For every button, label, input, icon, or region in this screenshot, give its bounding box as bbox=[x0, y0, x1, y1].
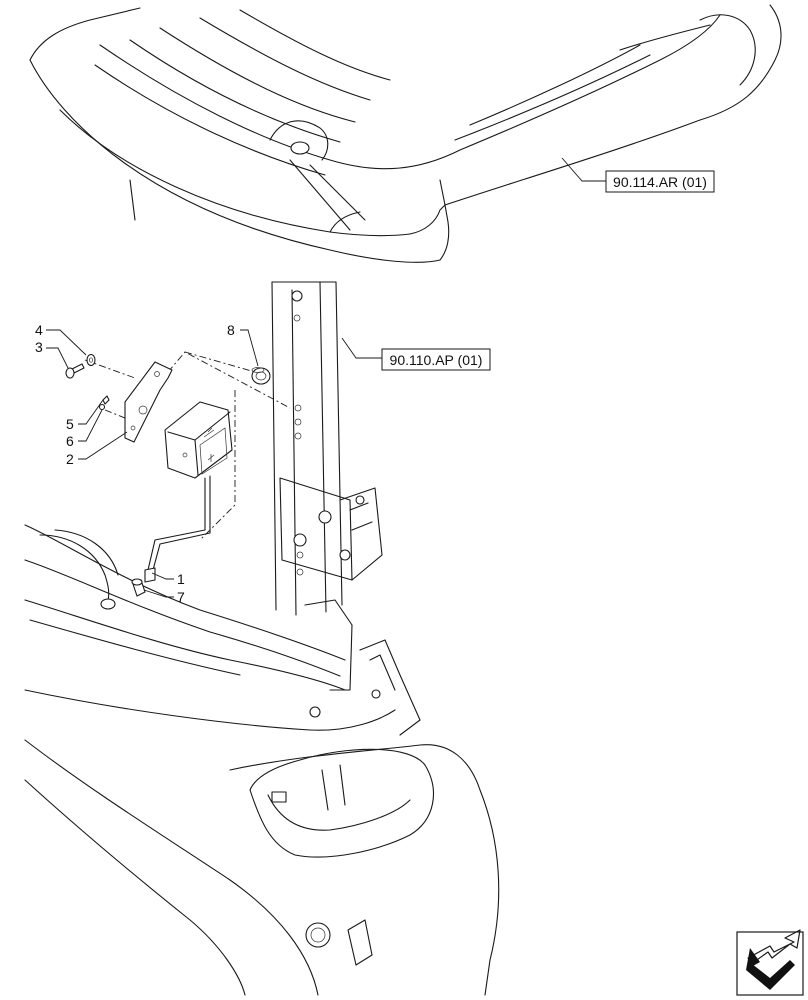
callout-4: 4 bbox=[35, 322, 43, 338]
screw-part-3 bbox=[65, 363, 85, 379]
ref-post[interactable]: 90.110.AP (01) bbox=[381, 348, 491, 371]
screw-part-5 bbox=[102, 395, 110, 405]
grommet-part-8 bbox=[251, 367, 271, 385]
callout-7: 7 bbox=[177, 589, 185, 605]
cab-roof bbox=[29, 4, 782, 263]
callout-8: 8 bbox=[227, 322, 235, 338]
callout-1: 1 bbox=[177, 571, 185, 587]
next-page-arrow-icon[interactable] bbox=[736, 929, 804, 996]
washer-part-4 bbox=[86, 353, 96, 367]
cab-post bbox=[271, 281, 383, 616]
ref-post-label: 90.110.AP (01) bbox=[390, 352, 483, 368]
ref-roof[interactable]: 90.114.AR (01) bbox=[605, 170, 715, 193]
callouts: 4 3 5 6 2 1 7 8 bbox=[35, 322, 235, 605]
callout-6: 6 bbox=[66, 433, 74, 449]
connector-part-1 bbox=[144, 567, 156, 583]
ref-roof-label: 90.114.AR (01) bbox=[613, 174, 707, 190]
callout-5: 5 bbox=[66, 416, 74, 432]
callout-2: 2 bbox=[66, 451, 74, 467]
lamp-part-2 bbox=[147, 401, 233, 571]
assembly-outline bbox=[84, 351, 291, 541]
cap-part-7 bbox=[131, 578, 146, 597]
callout-3: 3 bbox=[35, 339, 43, 355]
leader-lines bbox=[46, 157, 606, 598]
fender-assembly bbox=[24, 524, 500, 996]
mounting-plate bbox=[124, 361, 173, 443]
nut-part-6 bbox=[98, 403, 106, 411]
